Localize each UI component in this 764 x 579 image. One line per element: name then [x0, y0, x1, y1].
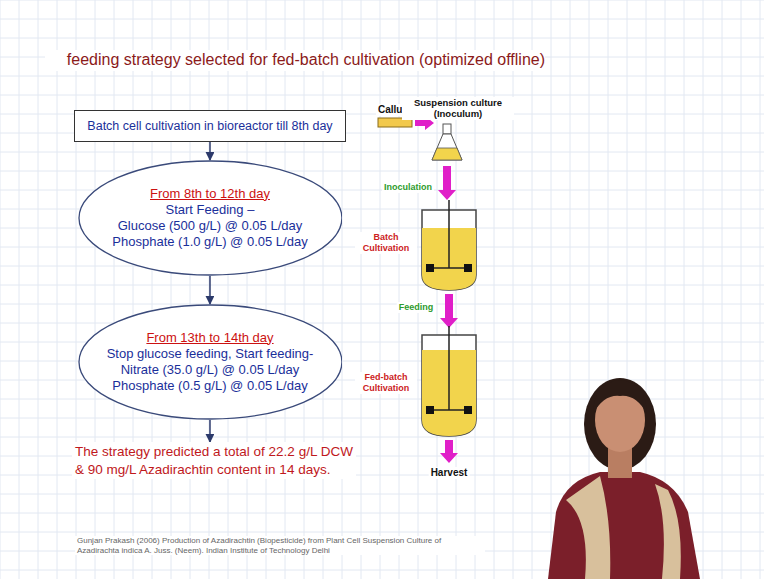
flask-body [432, 134, 462, 160]
ellipse-shape [79, 305, 342, 419]
period-heading: From 8th to 12th day [150, 186, 270, 202]
presenter-figure [548, 378, 700, 579]
hair-fringe [593, 380, 647, 414]
grid-line [114, 0, 115, 579]
grid-line [703, 0, 704, 579]
grid-line [190, 0, 191, 579]
flask-liquid [432, 148, 462, 160]
period-heading: From 13th to 14th day [146, 330, 273, 346]
impeller-blade [426, 406, 434, 414]
grid-line [741, 0, 742, 579]
stage-ellipse: From 8th to 12th dayStart Feeding –Gluco… [78, 160, 343, 276]
grid-line [418, 0, 419, 579]
stage-ellipse: From 13th to 14th dayStop glucose feedin… [78, 304, 343, 420]
impeller-blade [426, 264, 434, 272]
feeding-arrow [440, 294, 458, 328]
grid-line [684, 0, 685, 579]
stage-label: Batch Cultivation [355, 232, 417, 254]
grid-line [722, 0, 723, 579]
harvest-arrow [440, 440, 458, 463]
stirrer-shaft [448, 326, 450, 410]
grid-line [760, 0, 761, 579]
slide-title: feeding strategy selected for fed-batch … [45, 50, 545, 71]
box-text: Batch cell cultivation in bioreactor til… [87, 119, 332, 133]
grid-line [551, 0, 552, 579]
stage-label: Fed-batch Cultivation [355, 372, 417, 394]
grid-line [0, 285, 764, 286]
feeding-text: Start Feeding – [166, 202, 255, 218]
dress [548, 472, 700, 579]
flow-arrow [209, 276, 211, 304]
feeding-text: Phosphate (0.5 g/L) @ 0.05 L/day [112, 378, 307, 394]
impeller-blade [464, 406, 472, 414]
grid-line [171, 0, 172, 579]
grid-line [475, 0, 476, 579]
grid-line [0, 19, 764, 20]
grid-line [0, 95, 764, 96]
grid-line [0, 38, 764, 39]
result-text: & 90 mg/L Azadirachtin content in 14 day… [75, 461, 353, 479]
stirrer-shaft [448, 200, 450, 268]
flask-neck [443, 124, 451, 134]
grid-line [0, 0, 1, 579]
grid-line [0, 304, 764, 305]
grid-line [0, 76, 764, 77]
grid-line [38, 0, 39, 579]
grid-line [323, 0, 324, 579]
step-label: Inoculation [382, 182, 434, 193]
grid-line [266, 0, 267, 579]
grid-line [285, 0, 286, 579]
grid-line [513, 0, 514, 579]
grid-line [532, 0, 533, 579]
feeding-text: Stop glucose feeding, Start feeding- [107, 346, 314, 362]
grid-line [95, 0, 96, 579]
grid-line [76, 0, 77, 579]
scarf [655, 484, 681, 579]
grid-line [0, 0, 764, 1]
grid-line [0, 171, 764, 172]
result-text: The strategy predicted a total of 22.2 g… [75, 443, 353, 461]
ellipse-shape [79, 161, 342, 275]
feeding-text: Glucose (500 g/L) @ 0.05 L/day [118, 218, 302, 234]
impeller-blade [464, 264, 472, 272]
inoculation-arrow [438, 166, 456, 200]
grid-line [494, 0, 495, 579]
grid-line [247, 0, 248, 579]
process-box: Batch cell cultivation in bioreactor til… [74, 110, 345, 142]
grid-line [228, 0, 229, 579]
neck [608, 448, 632, 478]
grid-line [361, 0, 362, 579]
impeller-bar [430, 409, 468, 411]
grid-line [19, 0, 20, 579]
grid-line [0, 152, 764, 153]
grid-line [342, 0, 343, 579]
flow-arrow [209, 142, 211, 160]
grid-line [152, 0, 153, 579]
step-label: Feeding [397, 302, 436, 313]
grid-line [209, 0, 210, 579]
grid-line [304, 0, 305, 579]
impeller-bar [430, 267, 468, 269]
result-note: The strategy predicted a total of 22.2 g… [72, 442, 356, 479]
flow-arrow [209, 420, 211, 442]
scarf [566, 476, 610, 579]
feeding-text: Nitrate (35.0 g/L) @ 0.05 L/day [121, 362, 300, 378]
part-label: Harvest [429, 467, 470, 479]
grid-line [133, 0, 134, 579]
grid-line [57, 0, 58, 579]
feeding-text: Phosphate (1.0 g/L) @ 0.05 L/day [112, 234, 307, 250]
grid-line [399, 0, 400, 579]
grid-line [380, 0, 381, 579]
part-label: Suspension culture (Inoculum) [402, 97, 514, 120]
source-citation: Gunjan Prakash (2006) Production of Azad… [75, 536, 485, 555]
grid-line [0, 266, 764, 267]
